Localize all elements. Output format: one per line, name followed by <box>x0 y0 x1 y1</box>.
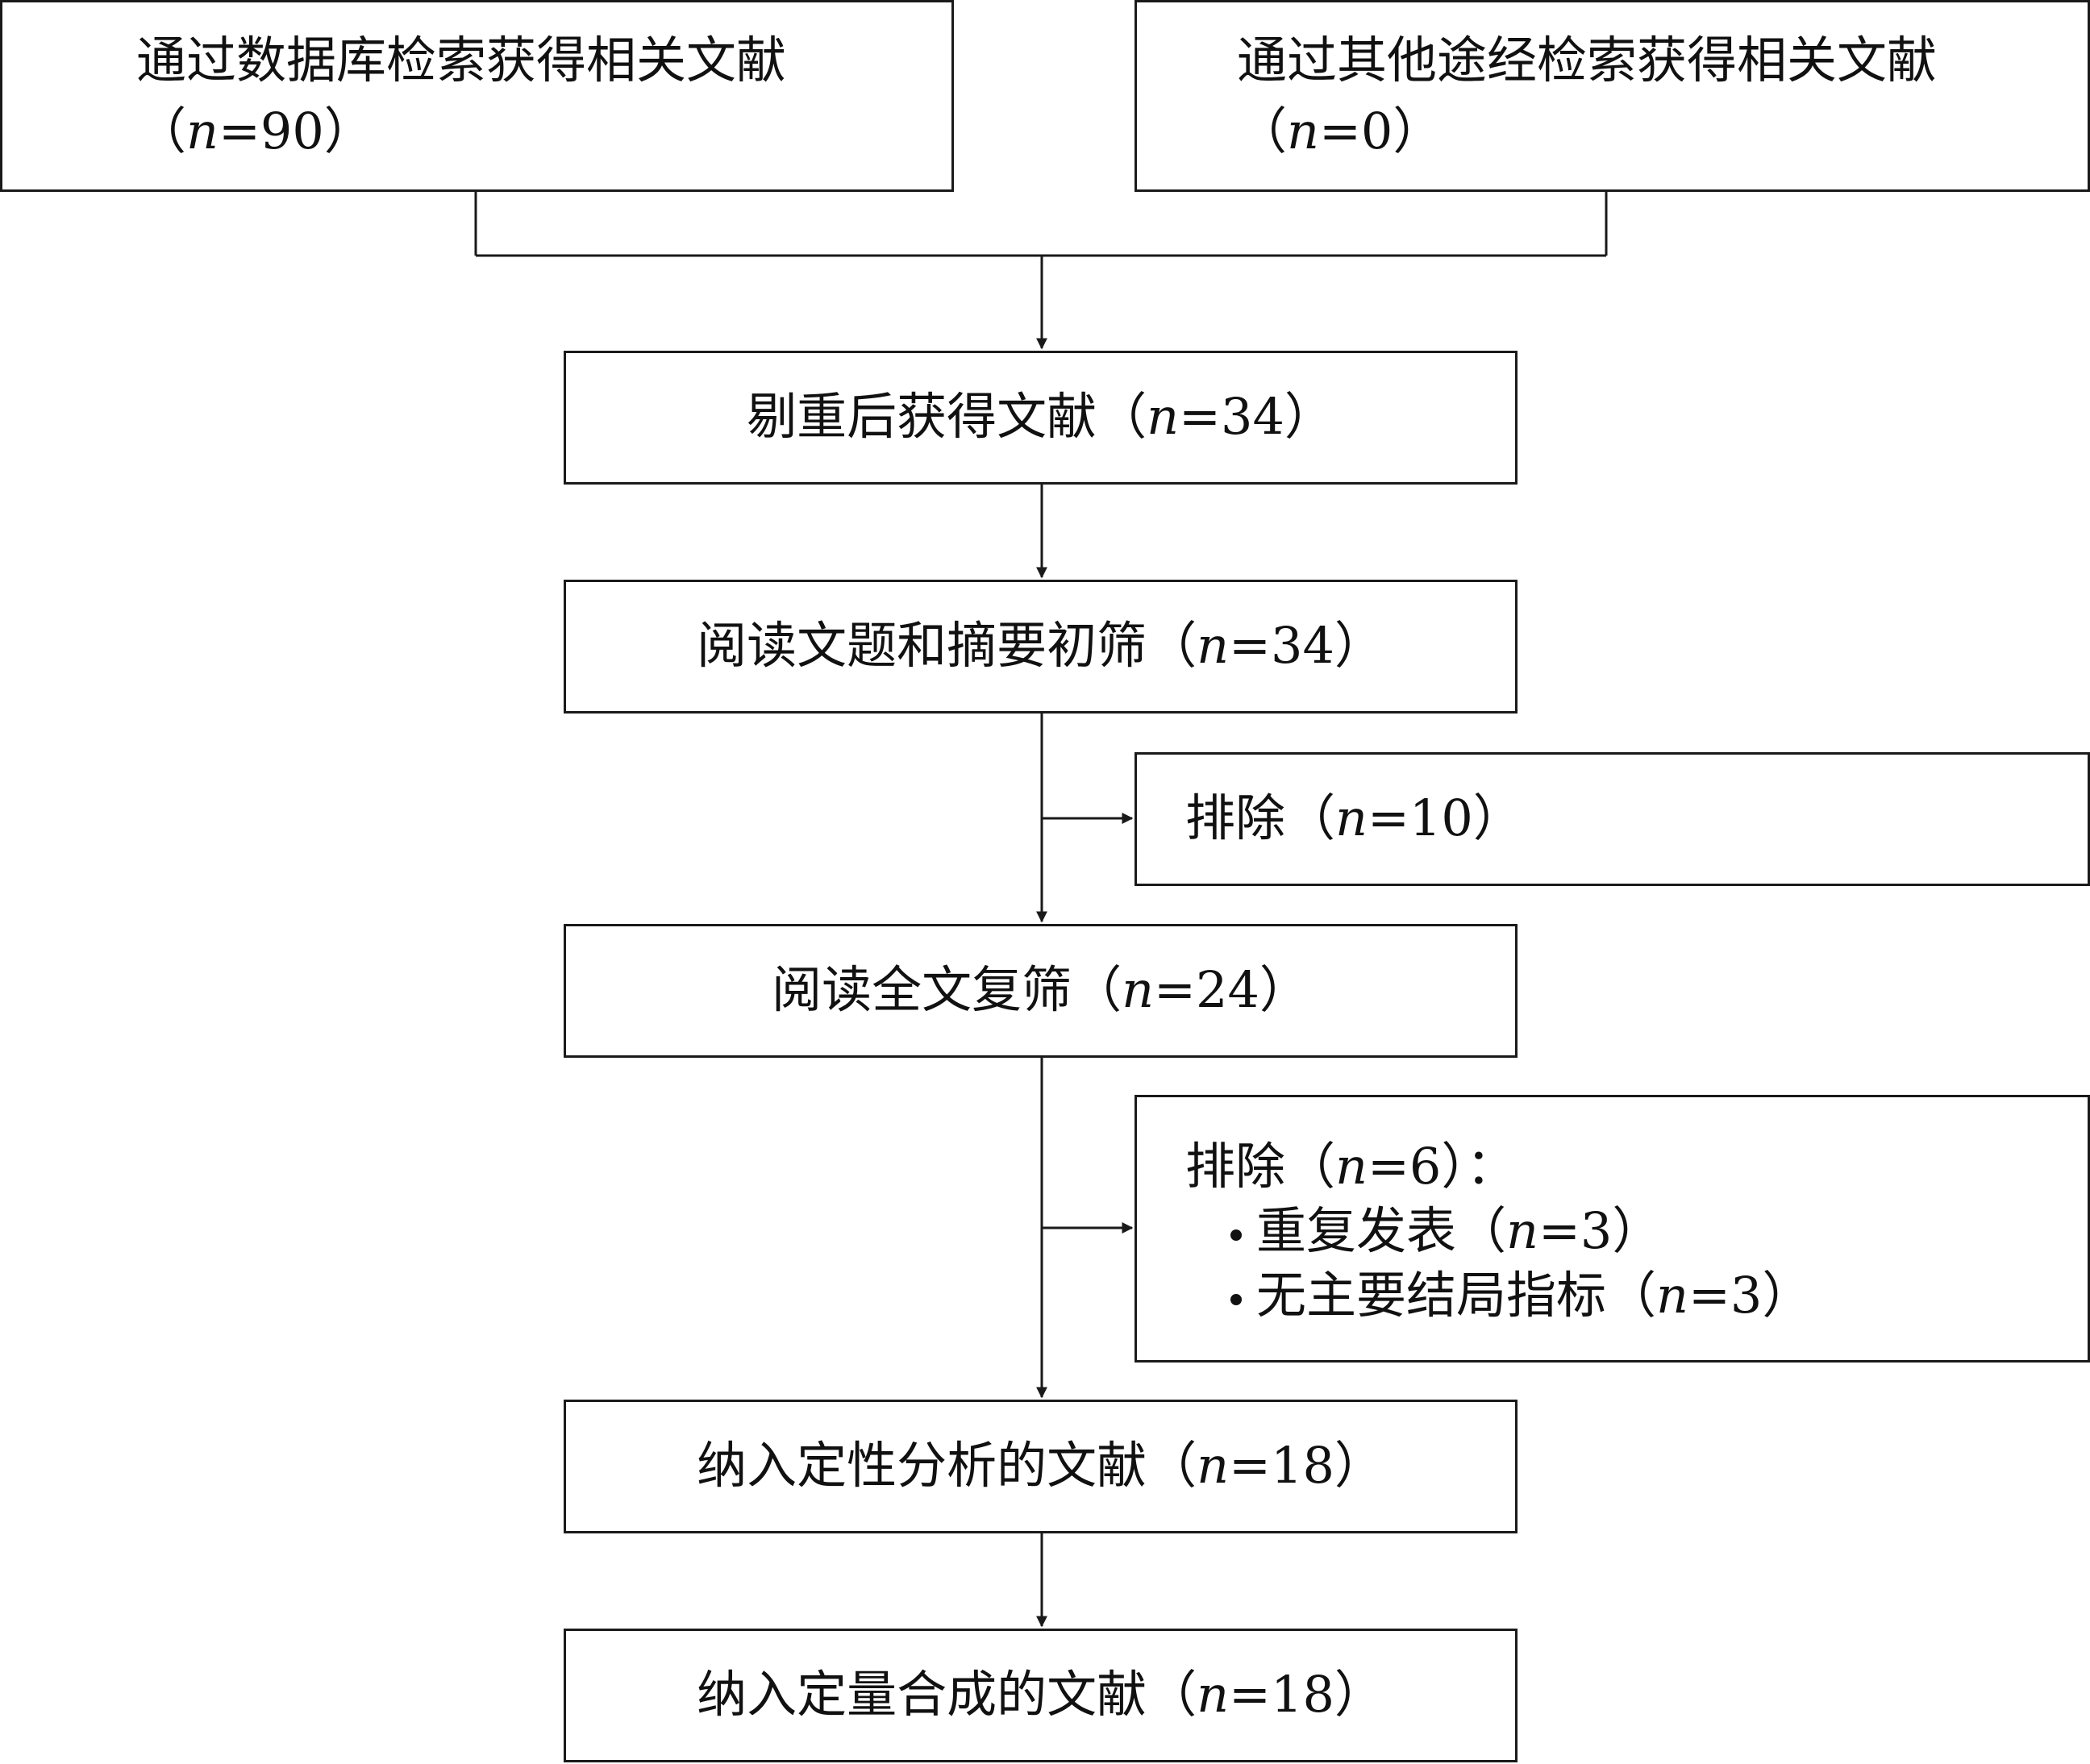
other-search-count: （n=0） <box>1237 102 1443 160</box>
dedup-text: 剔重后获得文献（n=34） <box>747 387 1334 446</box>
exclude2-item: 无主要结局指标（n=3） <box>1230 1262 1812 1329</box>
quantitative-text: 纳入定量合成的文献（n=18） <box>697 1665 1384 1724</box>
n-symbol: n <box>1197 1436 1230 1495</box>
bullet-icon <box>1230 1229 1242 1241</box>
n-symbol: n <box>1656 1266 1688 1325</box>
exclude2-box: 排除（n=6）： 重复发表（n=3） 无主要结局指标（n=3） <box>1135 1095 2090 1363</box>
n-symbol: n <box>1287 102 1319 160</box>
qualitative-box: 纳入定性分析的文献（n=18） <box>564 1400 1518 1533</box>
exclude2-item: 重复发表（n=3） <box>1230 1197 1662 1265</box>
n-symbol: n <box>1197 1665 1230 1724</box>
title-abstract-text: 阅读文题和摘要初筛（n=34） <box>697 616 1384 675</box>
n-symbol: n <box>1147 387 1180 446</box>
exclude1-text: 排除（n=10） <box>1185 788 1523 847</box>
n-symbol: n <box>1335 788 1368 847</box>
exclude2-item-label: 无主要结局指标（n=3） <box>1256 1266 1813 1325</box>
exclude1-box: 排除（n=10） <box>1135 752 2090 886</box>
n-symbol: n <box>1122 960 1155 1019</box>
qualitative-text: 纳入定性分析的文献（n=18） <box>697 1436 1384 1495</box>
other-search-title: 通过其他途经检索获得相关文献 <box>1237 31 1938 89</box>
quantitative-box: 纳入定量合成的文献（n=18） <box>564 1629 1518 1762</box>
title-abstract-box: 阅读文题和摘要初筛（n=34） <box>564 580 1518 714</box>
bullet-icon <box>1230 1293 1242 1305</box>
n-symbol: n <box>1506 1201 1538 1260</box>
dedup-box: 剔重后获得文献（n=34） <box>564 351 1518 485</box>
n-symbol: n <box>1335 1137 1368 1196</box>
fulltext-text: 阅读全文复筛（n=24） <box>772 960 1309 1019</box>
exclude2-item-label: 重复发表（n=3） <box>1256 1201 1663 1260</box>
db-search-title: 通过数据库检索获得相关文献 <box>136 31 787 89</box>
n-symbol: n <box>1197 616 1230 675</box>
fulltext-box: 阅读全文复筛（n=24） <box>564 924 1518 1058</box>
exclude2-header: 排除（n=6）： <box>1185 1137 1517 1196</box>
db-search-count: （n=90） <box>136 102 374 160</box>
other-search-box: 通过其他途经检索获得相关文献 （n=0） <box>1135 0 2090 192</box>
db-search-box: 通过数据库检索获得相关文献 （n=90） <box>0 0 954 192</box>
n-symbol: n <box>186 102 219 160</box>
